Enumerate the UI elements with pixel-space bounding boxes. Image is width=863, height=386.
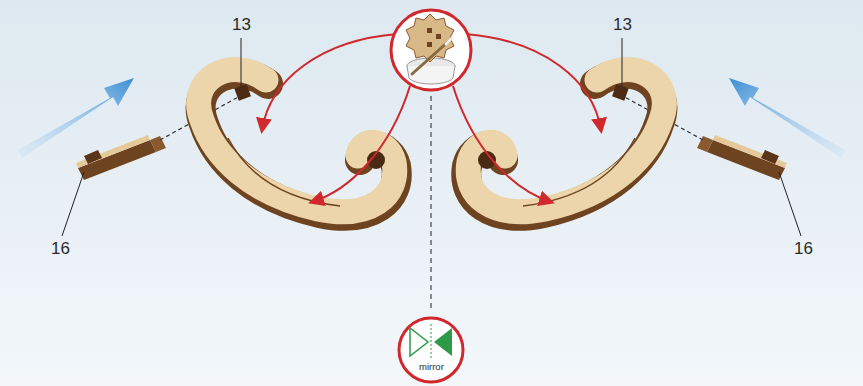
callout-number: 16	[794, 240, 813, 257]
callout-number: 16	[51, 240, 70, 257]
callout-number: 13	[613, 16, 632, 33]
callout-number: 13	[232, 16, 251, 33]
symbol-caption: mirror	[419, 362, 444, 372]
